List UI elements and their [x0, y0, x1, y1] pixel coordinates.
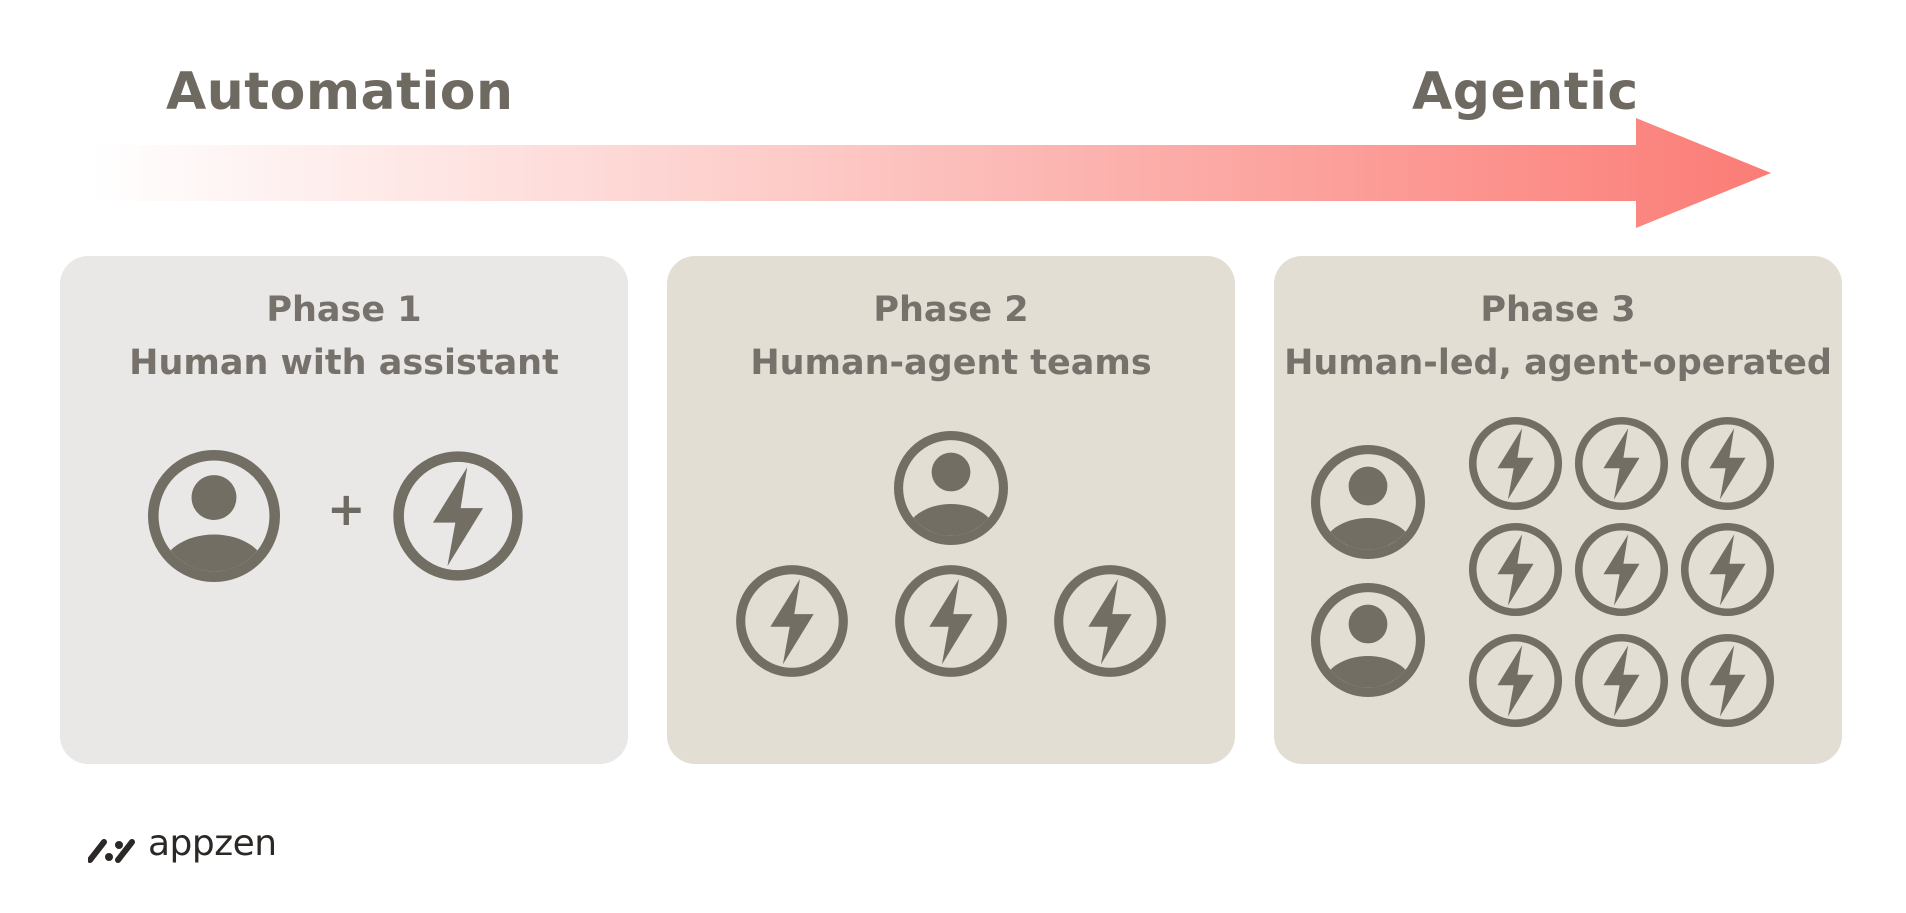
appzen-mark-icon	[88, 839, 135, 863]
phase-2-title: Phase 2	[873, 290, 1029, 330]
automation-label: Automation	[166, 62, 514, 122]
brand-name: appzen	[148, 823, 277, 864]
phase-3-title: Phase 3	[1480, 290, 1636, 330]
phase-2-subtitle: Human-agent teams	[750, 343, 1152, 383]
bolt-icon	[1574, 522, 1669, 617]
bolt-icon	[735, 564, 849, 678]
phase-1-card: Phase 1 Human with assistant +	[60, 256, 628, 764]
bolt-icon	[1468, 522, 1563, 617]
person-icon	[894, 431, 1008, 545]
bolt-icon	[1574, 633, 1669, 728]
phase-3-card: Phase 3 Human-led, agent-operated	[1274, 256, 1842, 764]
progression-arrow	[90, 118, 1771, 228]
bolt-icon	[1468, 416, 1563, 511]
person-icon	[1311, 445, 1425, 559]
phase-3-heading: Phase 3 Human-led, agent-operated	[1274, 284, 1842, 390]
bolt-icon	[1053, 564, 1167, 678]
phase-3-subtitle: Human-led, agent-operated	[1284, 343, 1832, 383]
bolt-icon	[1680, 416, 1775, 511]
person-icon	[1311, 583, 1425, 697]
phase-2-heading: Phase 2 Human-agent teams	[667, 284, 1235, 390]
phase-2-card: Phase 2 Human-agent teams	[667, 256, 1235, 764]
bolt-icon	[392, 450, 524, 582]
bolt-icon	[1680, 633, 1775, 728]
phase-1-subtitle: Human with assistant	[129, 343, 559, 383]
bolt-icon	[1468, 633, 1563, 728]
phase-1-heading: Phase 1 Human with assistant	[60, 284, 628, 390]
agentic-label: Agentic	[1412, 62, 1639, 122]
plus-sign: +	[327, 482, 366, 536]
bolt-icon	[894, 564, 1008, 678]
bolt-icon	[1680, 522, 1775, 617]
bolt-icon	[1574, 416, 1669, 511]
person-icon	[148, 450, 280, 582]
phase-1-title: Phase 1	[266, 290, 422, 330]
